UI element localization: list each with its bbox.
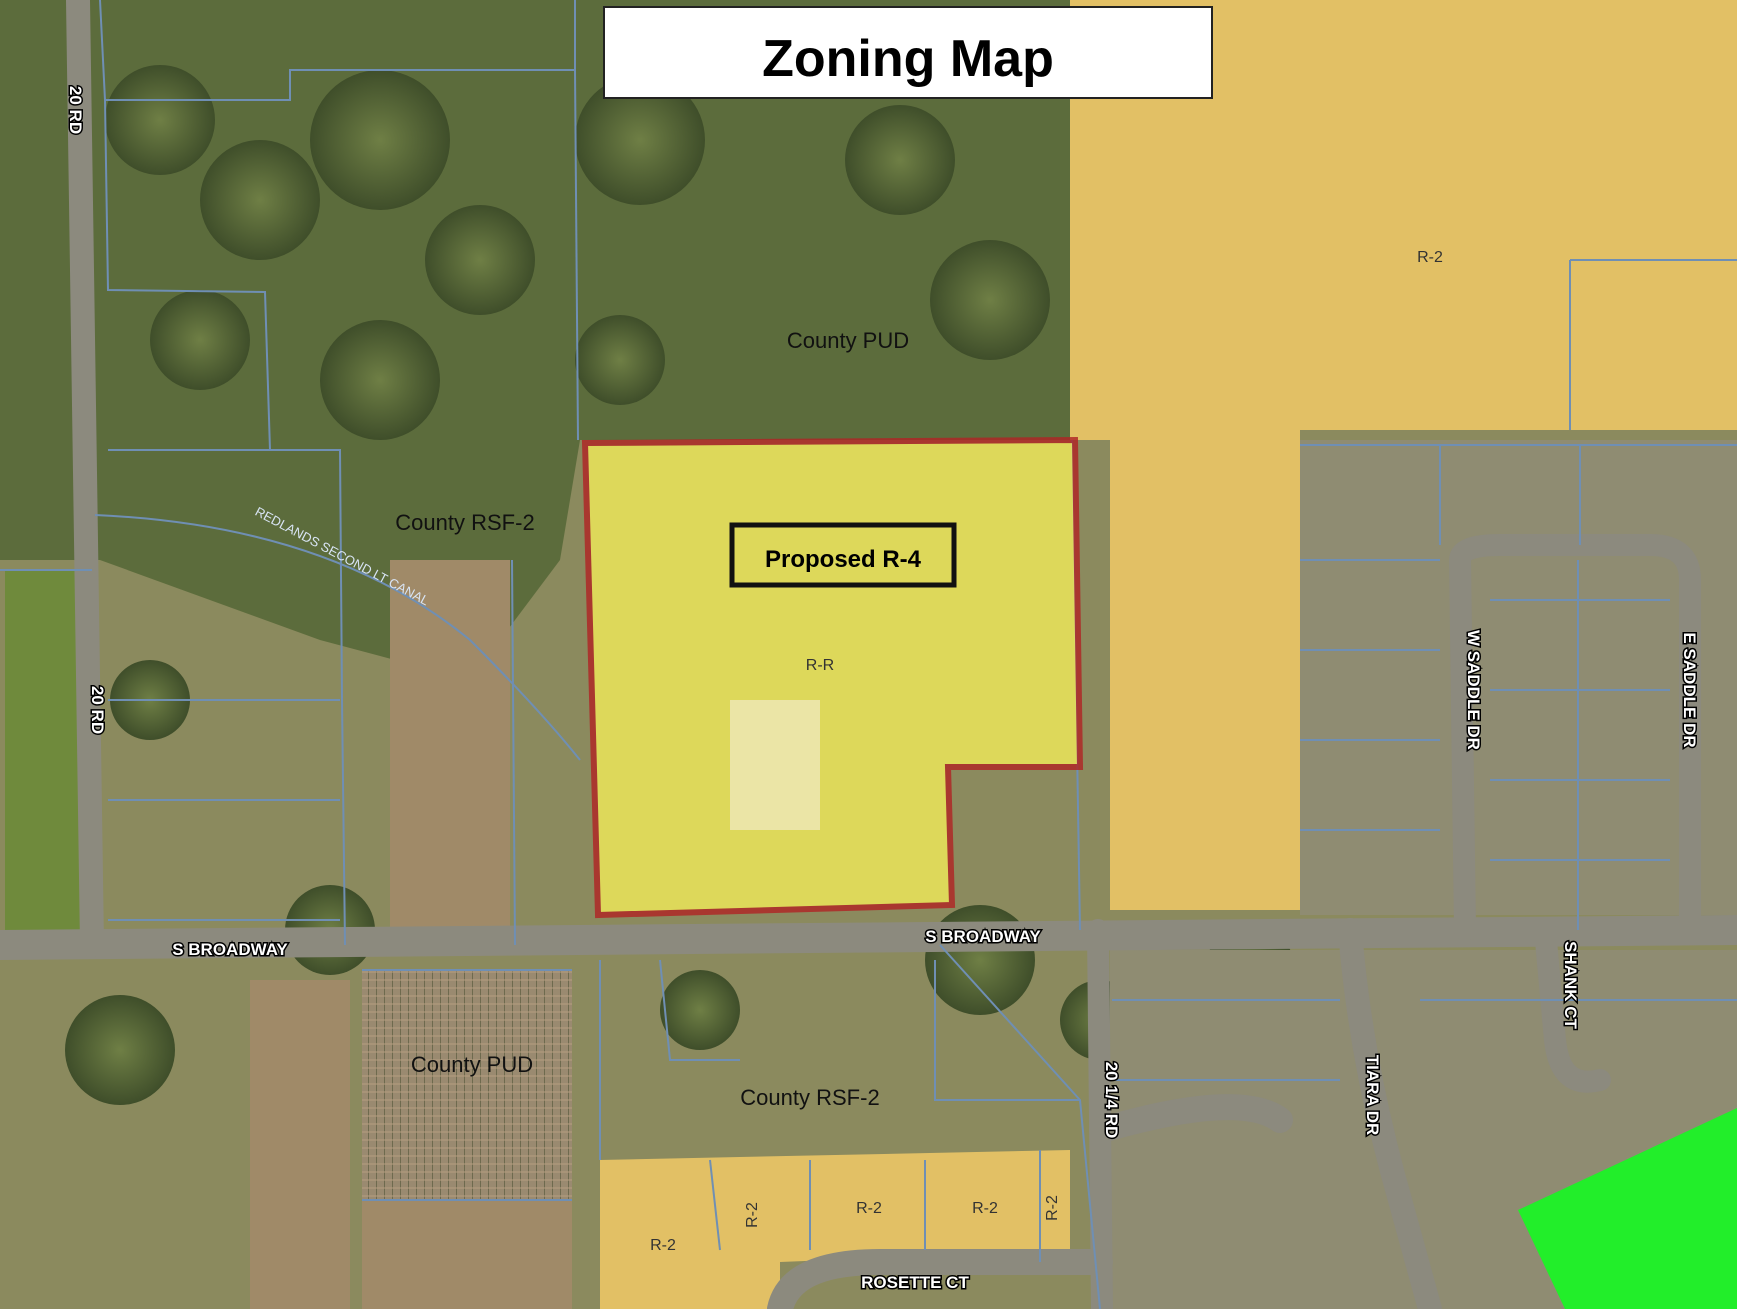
zone-label-county-rsf2-south: County RSF-2 [740, 1085, 879, 1110]
road-label-20-rd-south: 20 RD [88, 686, 107, 734]
zone-label-county-pud-south: County PUD [411, 1052, 533, 1077]
canal-line [94, 514, 581, 761]
green-pasture-west [5, 570, 85, 940]
road-shank-ct [1534, 919, 1611, 1093]
road-label-20-quarter-rd: 20 1/4 RD [1102, 1062, 1121, 1139]
zone-label-r2-northeast: R-2 [1417, 249, 1443, 266]
road-label-shank-ct: SHANK CT [1561, 941, 1580, 1029]
subdivision-east [1300, 440, 1737, 915]
road-20-rd [66, 0, 104, 957]
road-label-tiara-dr: TIARA DR [1363, 1055, 1382, 1136]
road-cul-de-sac [1089, 1094, 1293, 1143]
zone-label-r2-south-5: R-2 [1044, 1195, 1061, 1221]
current-zone-label: R-R [806, 657, 834, 674]
zone-label-r2-south-4: R-2 [972, 1200, 998, 1217]
r2-zone-south [600, 1150, 1070, 1309]
zone-label-r2-south-1: R-2 [650, 1237, 676, 1254]
road-label-rosette-ct: ROSETTE CT [861, 1273, 969, 1292]
orchard-rows [362, 970, 572, 1200]
zone-label-county-pud-north: County PUD [787, 328, 909, 353]
dry-field-west [390, 560, 510, 930]
road-label-20-rd-north: 20 RD [66, 86, 85, 134]
map-title: Zoning Map [762, 30, 1054, 88]
zone-label-r2-south-3: R-2 [856, 1200, 882, 1217]
proposed-label-box [729, 522, 957, 588]
road-label-e-saddle-dr: E SADDLE DR [1680, 632, 1699, 747]
road-label-s-broadway-east: S BROADWAY [925, 927, 1041, 946]
building-footprint [730, 700, 820, 830]
proposed-zone-label: Proposed R-4 [765, 546, 922, 573]
road-label-w-saddle-dr: W SADDLE DR [1464, 630, 1483, 750]
road-tiara-dr [1338, 918, 1442, 1309]
road-saddle-loop [1448, 534, 1701, 941]
title-box [603, 6, 1213, 99]
dry-field-southwest [250, 980, 350, 1309]
zone-label-r2-south-2: R-2 [744, 1202, 761, 1228]
road-s-broadway [0, 915, 1737, 960]
zone-label-county-rsf2-west: County RSF-2 [395, 510, 534, 535]
green-zone-southeast [1518, 1108, 1737, 1309]
r2-zone-northeast [1070, 0, 1737, 910]
road-rosette-ct [767, 1249, 1113, 1309]
road-label-s-broadway-west: S BROADWAY [172, 940, 288, 959]
dry-field-south [362, 1200, 572, 1309]
